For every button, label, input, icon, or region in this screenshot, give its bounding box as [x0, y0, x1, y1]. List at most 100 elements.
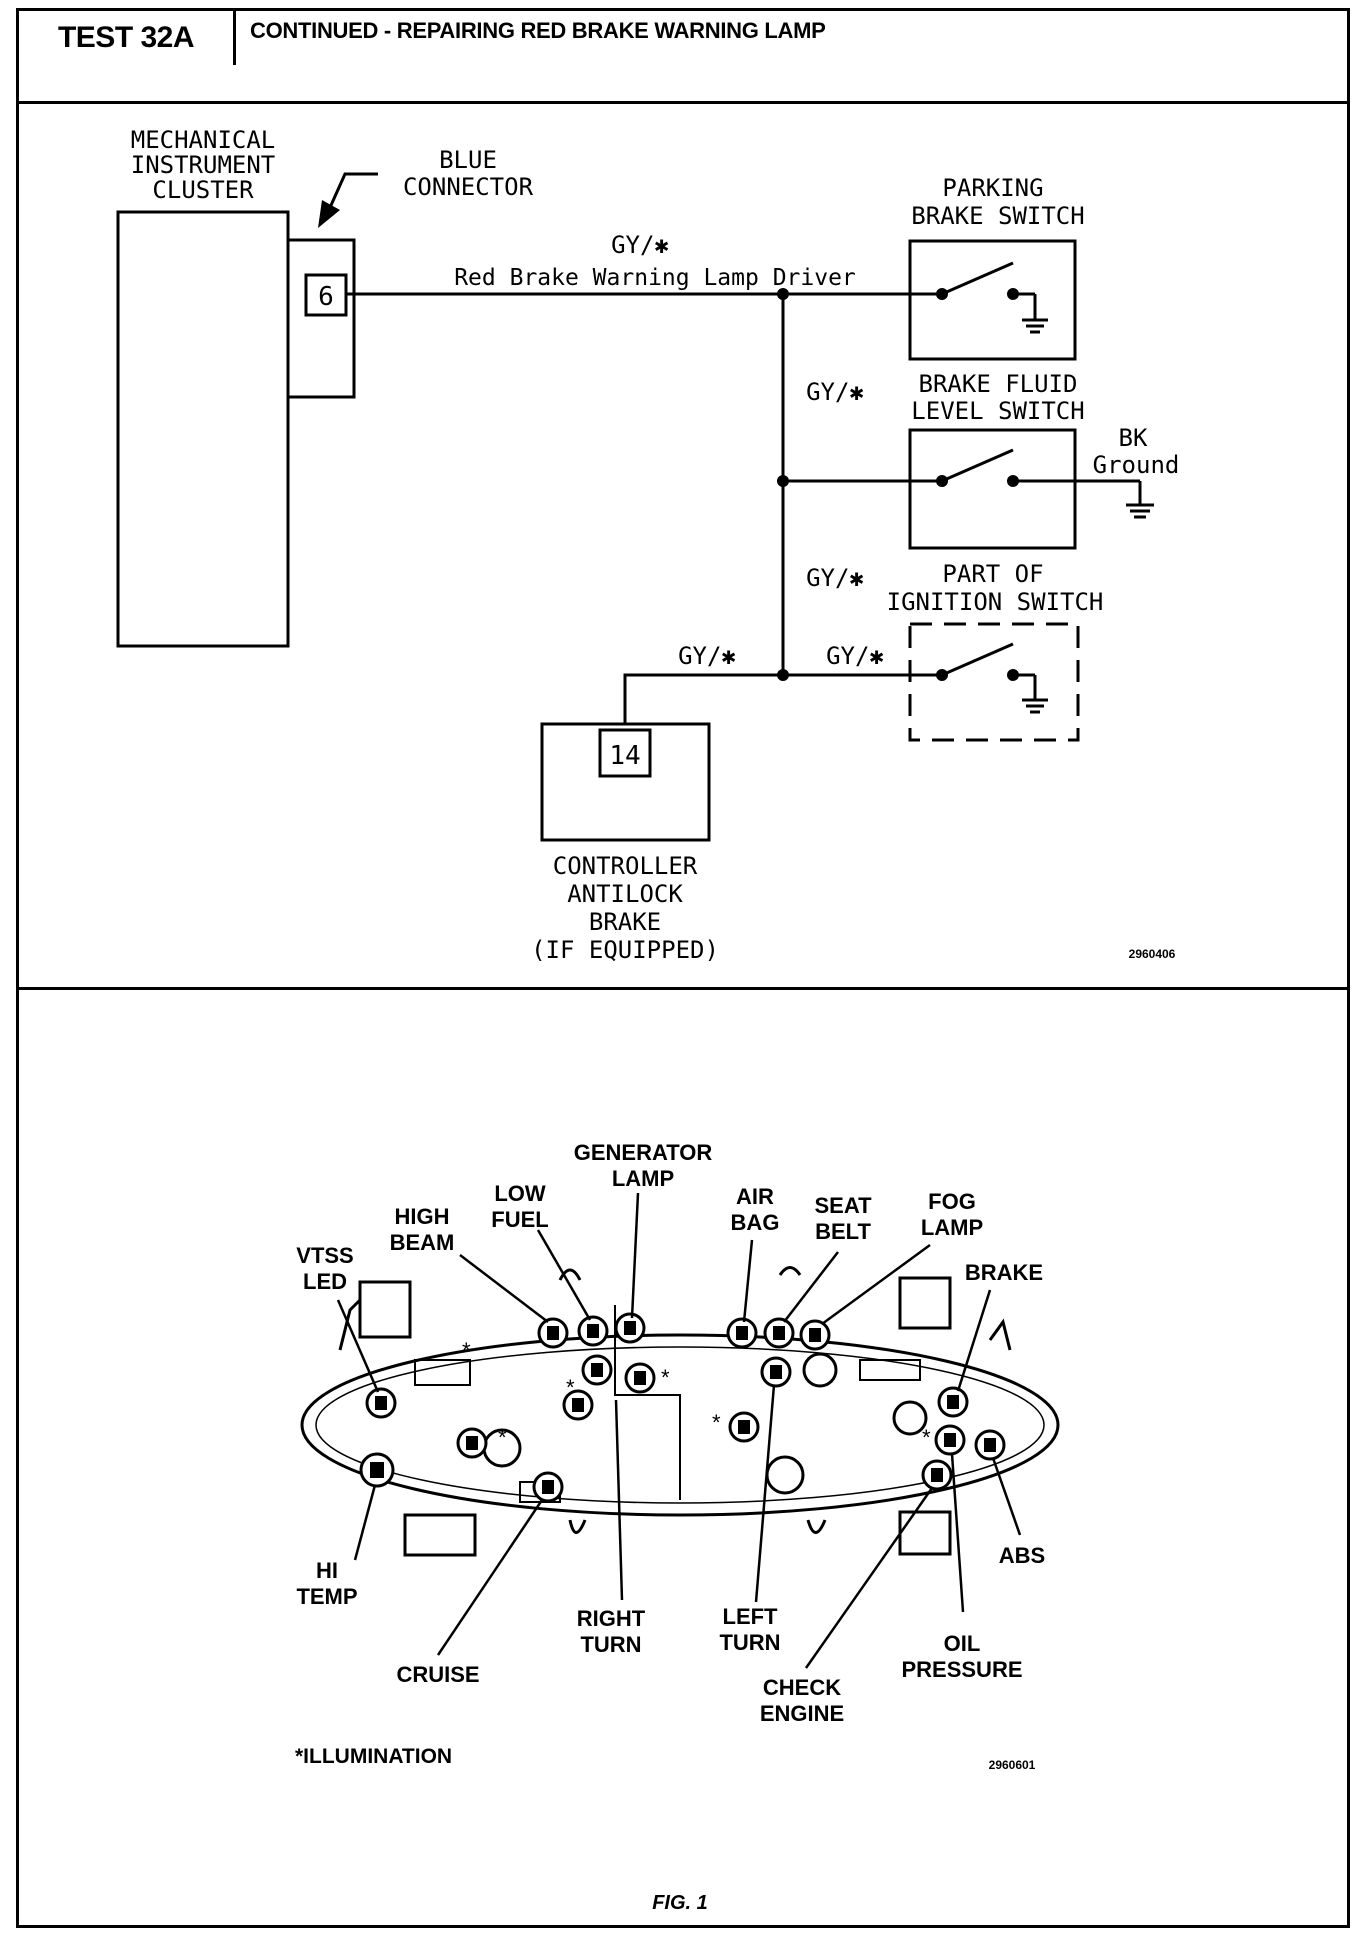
- leader-fog-lamp: [821, 1243, 931, 1326]
- ignition-branch-wire-color: GY/✱: [806, 564, 864, 592]
- svg-text:*: *: [462, 1338, 471, 1363]
- leader-high-beam: [459, 1254, 549, 1323]
- test-id: TEST 32A: [19, 11, 236, 65]
- brake-fluid-switch-box: [908, 428, 1077, 550]
- junction-dot: [777, 669, 789, 681]
- svg-text:*: *: [566, 1375, 575, 1400]
- leader-right-turn: [614, 1399, 624, 1601]
- svg-text:*: *: [661, 1365, 670, 1390]
- callout-fog-lamp-1: FOG: [928, 1189, 976, 1214]
- leader-left-turn: [754, 1384, 776, 1603]
- cluster-figure-number: 2960601: [989, 1758, 1036, 1772]
- cluster-pin-number: 6: [318, 282, 334, 312]
- cluster-label-3: CLUSTER: [152, 176, 254, 204]
- leader-check-engine: [804, 1487, 934, 1669]
- ignition-switch-box: [908, 622, 1080, 742]
- callout-left-turn-1: LEFT: [723, 1604, 779, 1629]
- figure-caption: FIG. 1: [652, 1892, 708, 1914]
- main-wire-color: GY/✱: [611, 231, 669, 259]
- callout-high-beam-1: HIGH: [395, 1204, 450, 1229]
- leader-low-fuel: [536, 1229, 592, 1321]
- ignition-label-2: IGNITION SWITCH: [887, 588, 1104, 616]
- controller-wire-color: GY/✱: [678, 642, 736, 670]
- callout-oil-1: OIL: [944, 1631, 981, 1656]
- controller-box: [540, 722, 711, 842]
- controller-wire: [623, 673, 783, 724]
- fluid-wire-color: GY/✱: [806, 378, 864, 406]
- leader-seat-belt: [783, 1251, 839, 1323]
- header-divider: [19, 101, 1347, 104]
- svg-text:*: *: [922, 1425, 931, 1450]
- ignition-label-1: PART OF: [942, 560, 1043, 588]
- callout-check-engine-2: ENGINE: [760, 1701, 844, 1726]
- callout-left-turn-2: TURN: [719, 1630, 780, 1655]
- callout-fog-lamp-2: LAMP: [921, 1215, 983, 1240]
- leader-hi-temp: [353, 1484, 377, 1561]
- page-frame: [16, 8, 1350, 1928]
- ignition-wire-color: GY/✱: [826, 642, 884, 670]
- callout-low-fuel-2: FUEL: [491, 1207, 548, 1232]
- mounting-tab: [403, 1513, 477, 1557]
- mounting-tab: [898, 1510, 952, 1556]
- schematic-figure-number: 2960406: [1129, 947, 1176, 961]
- callout-vtss-2: LED: [303, 1269, 347, 1294]
- callout-seat-belt-1: SEAT: [814, 1193, 872, 1218]
- controller-pin-box: [598, 728, 652, 778]
- svg-text:*: *: [498, 1425, 507, 1450]
- junction-dot: [777, 475, 789, 487]
- callout-right-turn-2: TURN: [580, 1632, 641, 1657]
- leader-generator-lamp: [630, 1192, 640, 1319]
- callout-seat-belt-2: BELT: [815, 1219, 871, 1244]
- blue-connector-box: [286, 238, 356, 399]
- controller-label-4: (IF EQUIPPED): [531, 936, 719, 964]
- cluster-housing: [300, 1333, 1060, 1517]
- instrument-cluster-box: [116, 210, 290, 648]
- illumination-note: *ILLUMINATION: [295, 1745, 452, 1768]
- controller-pin-number: 14: [609, 741, 640, 771]
- parking-brake-label-2: BRAKE SWITCH: [911, 202, 1084, 230]
- controller-label-1: CONTROLLER: [553, 852, 698, 880]
- parking-brake-switch-box: [908, 239, 1077, 361]
- brake-fluid-label-2: LEVEL SWITCH: [911, 397, 1084, 425]
- leader-air-bag: [742, 1239, 754, 1323]
- callout-low-fuel-1: LOW: [494, 1181, 546, 1206]
- callout-right-turn-1: RIGHT: [577, 1606, 646, 1631]
- ground-label-2: Ground: [1093, 451, 1180, 479]
- controller-label-2: ANTILOCK: [567, 880, 683, 908]
- callout-brake: BRAKE: [965, 1260, 1043, 1285]
- parking-brake-label-1: PARKING: [942, 174, 1043, 202]
- wire-function-label: Red Brake Warning Lamp Driver: [454, 265, 856, 291]
- mounting-tab: [898, 1276, 952, 1330]
- brake-fluid-label-1: BRAKE FLUID: [919, 370, 1078, 398]
- callout-oil-2: PRESSURE: [901, 1657, 1022, 1682]
- callout-air-bag-2: BAG: [731, 1210, 780, 1235]
- callout-cruise: CRUISE: [396, 1662, 479, 1687]
- cluster-label-1: MECHANICAL: [131, 126, 276, 154]
- callout-hi-temp-2: TEMP: [296, 1584, 357, 1609]
- leader-abs: [991, 1457, 1022, 1536]
- connector-label-2: CONNECTOR: [403, 173, 534, 201]
- junction-dot: [777, 288, 789, 300]
- leader-cruise: [436, 1499, 544, 1656]
- section-divider: [19, 987, 1347, 990]
- cluster-label-2: INSTRUMENT: [131, 151, 276, 179]
- connector-label-1: BLUE: [439, 146, 497, 174]
- instrument-cluster-rear-view: * * * * * * GENERATOR LAMP LOW FUEL HIGH…: [295, 1140, 1060, 1914]
- callout-high-beam-2: BEAM: [390, 1230, 455, 1255]
- callout-generator-1: GENERATOR: [574, 1140, 713, 1165]
- mounting-tab: [358, 1280, 412, 1339]
- callout-vtss-1: VTSS: [296, 1243, 353, 1268]
- page-title: CONTINUED - REPAIRING RED BRAKE WARNING …: [250, 18, 826, 43]
- leader-oil-pressure: [950, 1453, 965, 1613]
- callout-generator-2: LAMP: [612, 1166, 674, 1191]
- callout-air-bag-1: AIR: [736, 1184, 774, 1209]
- svg-text:*: *: [712, 1410, 721, 1435]
- connector-arrow: [326, 172, 378, 213]
- leader-brake: [956, 1289, 992, 1392]
- callout-check-engine-1: CHECK: [763, 1675, 841, 1700]
- brake-warning-schematic: MECHANICAL INSTRUMENT CLUSTER BLUE CONNE…: [116, 126, 1180, 964]
- leader-vtss-led: [336, 1299, 380, 1393]
- callout-abs: ABS: [999, 1543, 1045, 1568]
- ground-label-1: BK: [1119, 424, 1148, 452]
- callout-hi-temp-1: HI: [316, 1558, 338, 1583]
